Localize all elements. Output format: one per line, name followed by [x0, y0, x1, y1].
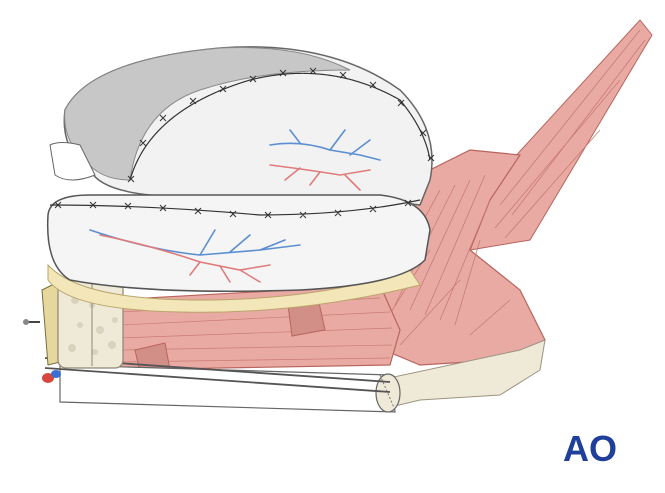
sutures	[49, 72, 431, 216]
vascular-pedicle	[23, 319, 61, 383]
ao-logo-text: AO	[563, 430, 617, 466]
strap-muscle	[469, 19, 653, 251]
lower-skin-flap	[46, 194, 431, 292]
ao-logo: AO	[563, 430, 617, 466]
upper-skin-flap	[49, 46, 433, 206]
flap-vessels	[89, 129, 381, 283]
suture-marks	[54, 67, 435, 219]
fat-layer	[47, 263, 421, 313]
